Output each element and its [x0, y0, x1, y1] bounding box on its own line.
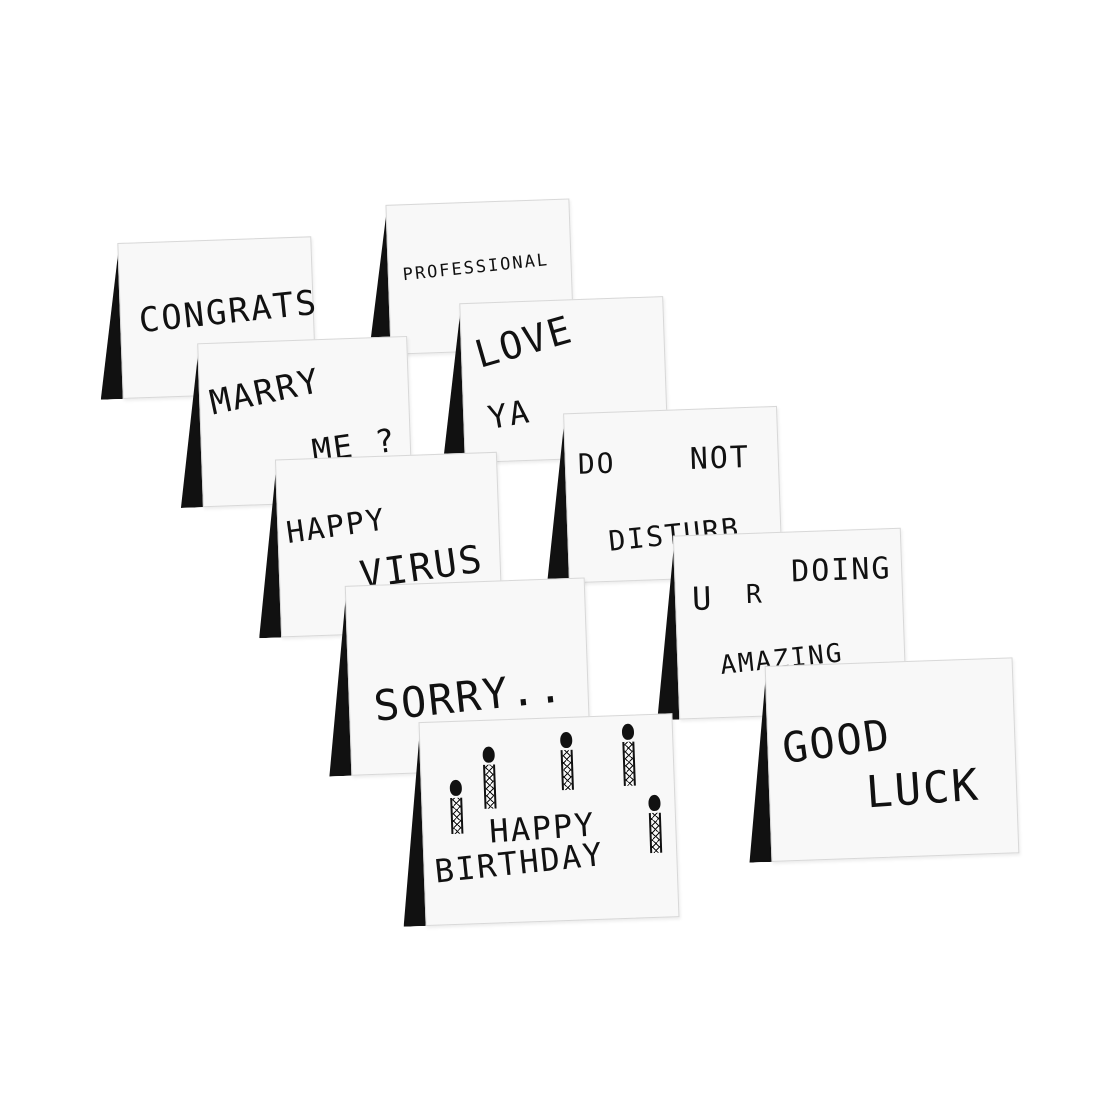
birthday-candle-icon [648, 794, 663, 854]
birthday-candle-icon [621, 723, 636, 786]
card-text-marry: MARRY [206, 360, 325, 424]
card-text-u: U [691, 579, 714, 619]
card-text-love: LOVE [470, 307, 578, 377]
card-face: GOOD LUCK [764, 657, 1020, 862]
birthday-candle-icon [559, 731, 574, 791]
card-face: HAPPY BIRTHDAY [418, 713, 680, 926]
card-text-not: NOT [689, 439, 751, 477]
card-text-happy: HAPPY [284, 502, 389, 552]
card-text-luck: LUCK [864, 759, 982, 819]
card-text-r: R [745, 579, 765, 611]
card-text-doing: DOING [790, 551, 893, 590]
card-text-ya: YA [484, 392, 534, 437]
card-text-congrats: CONGRATS [136, 282, 320, 342]
card-text-professional: PROFESSIONAL [401, 250, 550, 286]
card-happy-birthday: HAPPY BIRTHDAY [397, 713, 680, 927]
card-text-do: DO [577, 446, 617, 481]
birthday-candle-icon [449, 779, 464, 835]
card-good-luck: GOOD LUCK [743, 657, 1020, 862]
card-text-good: GOOD [779, 709, 895, 774]
card-text-bday-birthday: BIRTHDAY [432, 834, 606, 891]
birthday-candle-icon [482, 746, 497, 809]
